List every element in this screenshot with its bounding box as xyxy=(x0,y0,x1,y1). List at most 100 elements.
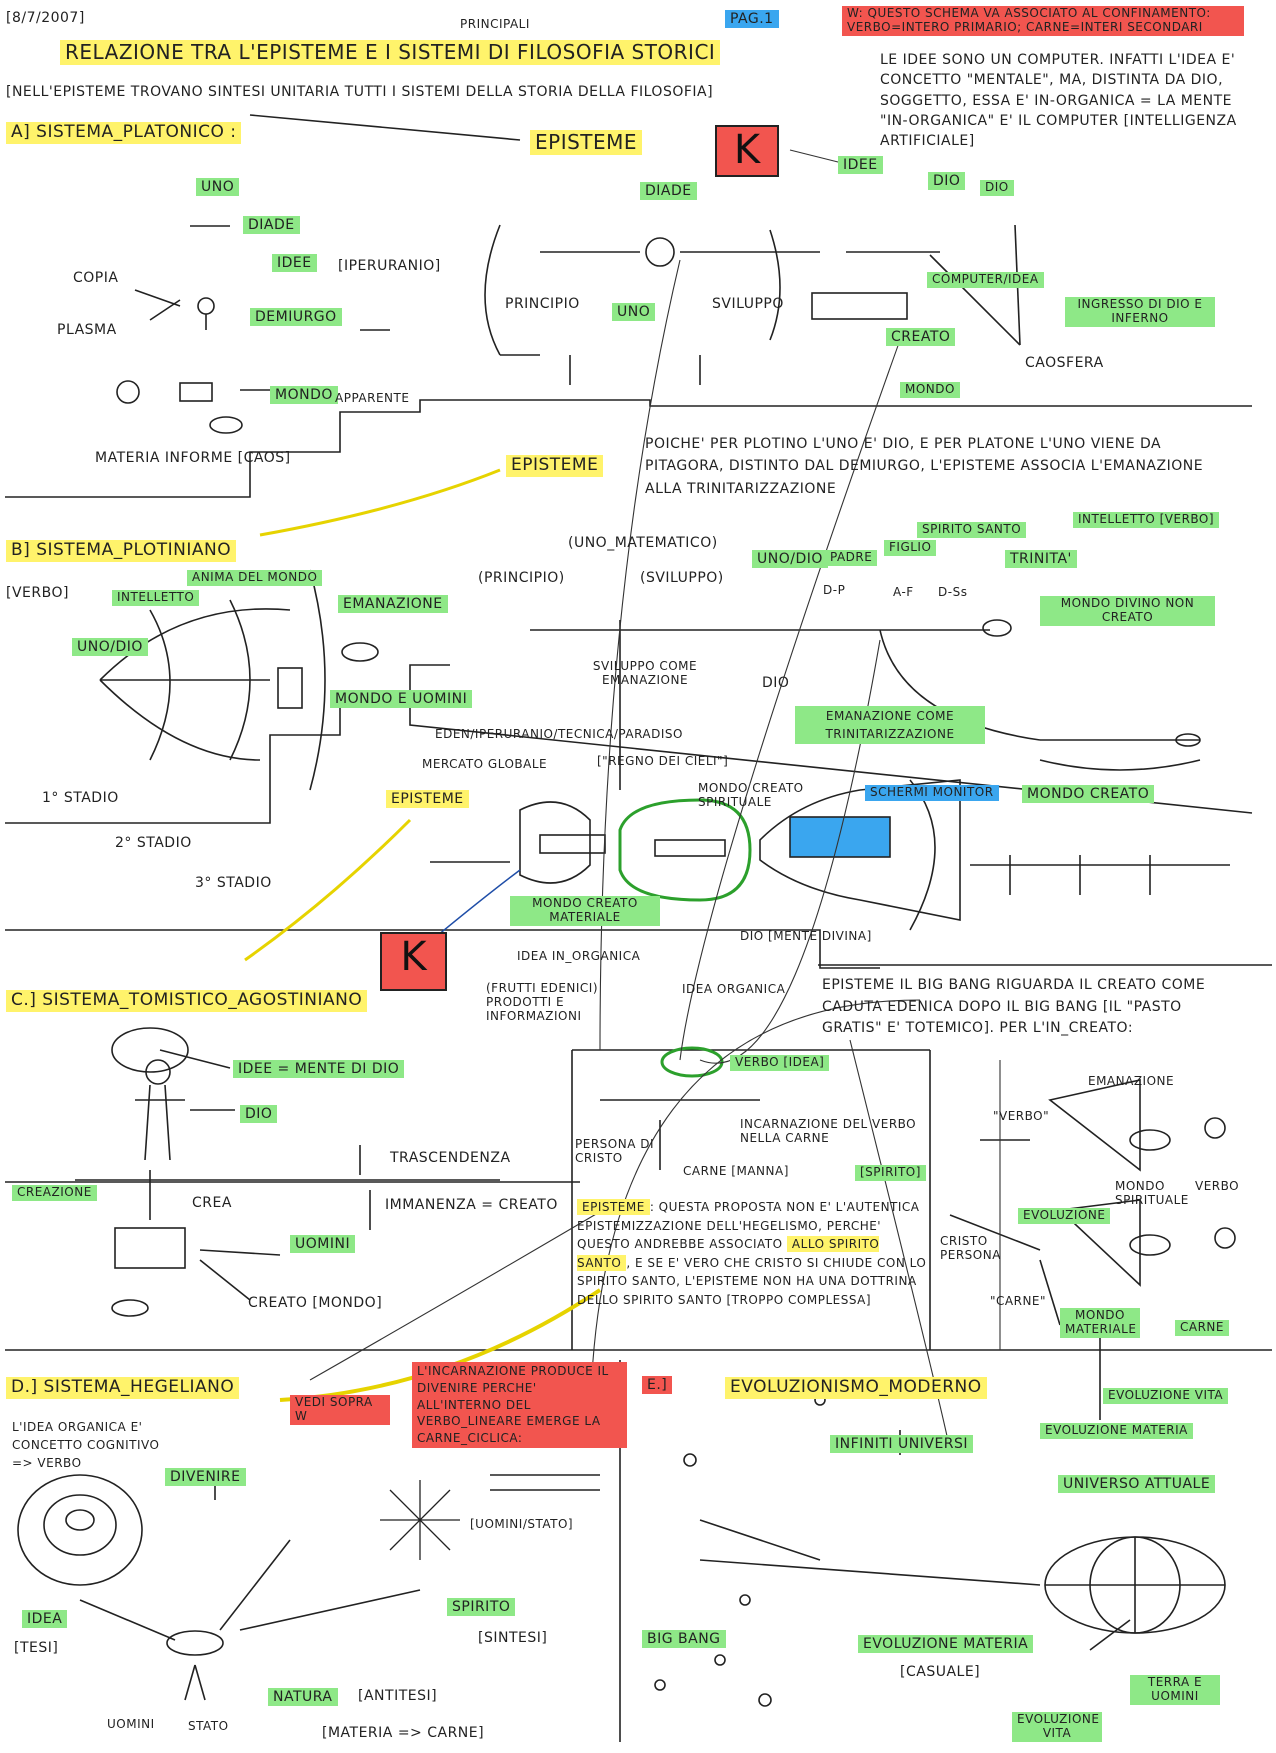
label-verbo-idea: VERBO [IDEA] xyxy=(730,1055,829,1071)
label-infiniti-universi: INFINITI UNIVERSI xyxy=(830,1435,973,1453)
label-evoluzione-vita-c: EVOLUZIONE VITA xyxy=(1103,1388,1228,1404)
label-materia-informe: MATERIA INFORME [CAOS] xyxy=(95,450,291,466)
page-number: PAG.1 xyxy=(725,10,779,28)
label-antitesi: [ANTITESI] xyxy=(358,1688,437,1704)
label-iperuranio: [IPERURANIO] xyxy=(338,258,441,274)
label-trinita: TRINITA' xyxy=(1005,550,1077,568)
label-creazione: CREAZIONE xyxy=(12,1185,97,1201)
section-c-title: C.] SISTEMA_TOMISTICO_AGOSTINIANO xyxy=(6,990,367,1012)
label-diade: DIADE xyxy=(243,216,300,234)
label-evoluzione-c: EVOLUZIONE xyxy=(1018,1208,1110,1224)
k-box-middle: K xyxy=(380,932,447,991)
incarnazione-note: L'INCARNAZIONE PRODUCE IL DIVENIRE PERCH… xyxy=(412,1362,627,1448)
label-uno-dio: UNO/DIO xyxy=(72,638,148,656)
section-b-episteme: EPISTEME xyxy=(506,455,603,477)
label-casuale: [CASUALE] xyxy=(900,1664,980,1680)
label-apparente: APPARENTE xyxy=(335,392,409,406)
label-intelletto-verbo: INTELLETTO [VERBO] xyxy=(1073,512,1219,528)
section-e-label: E.] xyxy=(642,1376,672,1394)
w-note: W: QUESTO SCHEMA VA ASSOCIATO AL CONFINA… xyxy=(842,6,1244,36)
episteme-note-label: EPISTEME xyxy=(577,1199,650,1215)
label-cristo-persona: CRISTO PERSONA xyxy=(940,1235,1010,1263)
label-schermi-monitor: SCHERMI MONITOR xyxy=(865,785,999,801)
label-verbo: [VERBO] xyxy=(6,585,69,601)
principali-note: PRINCIPALI xyxy=(460,18,530,32)
label-mondo-divino: MONDO DIVINO NON CREATO xyxy=(1040,596,1215,626)
label-idea-d: IDEA xyxy=(22,1610,67,1628)
label-verbo-c: VERBO xyxy=(1195,1180,1239,1194)
label-carne-c: CARNE xyxy=(1175,1320,1229,1336)
label-uno-2: UNO xyxy=(612,303,655,321)
label-persona-di-cristo: PERSONA DI CRISTO xyxy=(575,1138,655,1166)
label-idee-mente-di-dio: IDEE = MENTE DI DIO xyxy=(233,1060,404,1078)
label-emanazione-come-trinitarizzazione: EMANAZIONE COME TRINITARIZZAZIONE xyxy=(795,706,985,744)
label-dio-b: DIO xyxy=(762,675,789,691)
label-uomini-stato: [UOMINI/STATO] xyxy=(470,1518,573,1532)
label-mercato-globale: MERCATO GLOBALE xyxy=(422,758,547,772)
label-evoluzione-materia-e: EVOLUZIONE MATERIA xyxy=(858,1635,1033,1653)
label-natura: NATURA xyxy=(268,1688,338,1706)
label-verbo-quoted: "VERBO" xyxy=(993,1110,1049,1124)
label-dio-2: DIO xyxy=(980,180,1014,196)
label-anima-del-mondo: ANIMA DEL MONDO xyxy=(187,570,322,586)
label-terra-e-uomini: TERRA E UOMINI xyxy=(1130,1675,1220,1705)
label-immanenza: IMMANENZA = CREATO xyxy=(385,1197,558,1213)
plotino-note: POICHE' PER PLOTINO L'UNO E' DIO, E PER … xyxy=(645,433,1225,500)
label-stadio-2: 2° STADIO xyxy=(115,835,192,851)
label-carne-manna: CARNE [MANNA] xyxy=(683,1165,789,1179)
label-demiurgo: DEMIURGO xyxy=(250,308,342,326)
label-diade-2: DIADE xyxy=(640,182,697,200)
label-spirito-c: [SPIRITO] xyxy=(855,1165,926,1181)
section-a-title: A] SISTEMA_PLATONICO : xyxy=(6,122,241,144)
label-uno-dio-2: UNO/DIO xyxy=(752,550,828,568)
label-universo-attuale: UNIVERSO ATTUALE xyxy=(1058,1475,1215,1493)
label-stadio-1: 1° STADIO xyxy=(42,790,119,806)
label-emanazione-c: EMANAZIONE xyxy=(1088,1075,1174,1089)
label-spirito-d: SPIRITO xyxy=(447,1598,515,1616)
label-plasma: PLASMA xyxy=(57,322,117,338)
label-creato-mondo: CREATO [MONDO] xyxy=(248,1295,382,1311)
label-caosfera: CAOSFERA xyxy=(1025,355,1104,371)
label-idea-organica-d: L'IDEA ORGANICA E' CONCETTO COGNITIVO =>… xyxy=(12,1418,162,1472)
label-mondo-e-uomini: MONDO E UOMINI xyxy=(330,690,472,708)
label-spirito-santo: SPIRITO SANTO xyxy=(917,522,1026,538)
label-emanazione: EMANAZIONE xyxy=(338,595,448,613)
big-bang-note: EPISTEME IL BIG BANG RIGUARDA IL CREATO … xyxy=(822,975,1242,1040)
section-a-episteme: EPISTEME xyxy=(530,130,642,155)
label-creato: CREATO xyxy=(886,328,955,346)
page-subtitle: [NELL'EPISTEME TROVANO SINTESI UNITARIA … xyxy=(6,84,713,100)
label-principio: PRINCIPIO xyxy=(505,296,580,312)
label-uomini-d: UOMINI xyxy=(107,1718,155,1732)
label-idea-organica: IDEA ORGANICA xyxy=(682,983,785,997)
label-vedi-sopra: VEDI SOPRA W xyxy=(290,1395,390,1425)
section-b-episteme-2: EPISTEME xyxy=(386,790,469,808)
label-mondo: MONDO xyxy=(270,386,338,404)
label-mondo-materiale: MONDO MATERIALE xyxy=(1060,1308,1140,1338)
label-frutti-edenici: (FRUTTI EDENICI) PRODOTTI E INFORMAZIONI xyxy=(486,982,646,1023)
label-computer-idea: COMPUTER/IDEA xyxy=(927,272,1044,288)
date-label: [8/7/2007] xyxy=(6,10,85,26)
episteme-note: EPISTEME: QUESTA PROPOSTA NON E' L'AUTEN… xyxy=(577,1198,927,1310)
label-mondo-creato: MONDO CREATO xyxy=(1022,785,1154,803)
label-dio-c: DIO xyxy=(240,1105,277,1123)
label-trascendenza: TRASCENDENZA xyxy=(390,1150,511,1166)
label-divenire: DIVENIRE xyxy=(165,1468,246,1486)
label-intelletto: INTELLETTO xyxy=(112,590,199,606)
label-mondo-creato-materiale: MONDO CREATO MATERIALE xyxy=(510,896,660,926)
page-title: RELAZIONE TRA L'EPISTEME E I SISTEMI DI … xyxy=(60,40,720,65)
label-af: A-F xyxy=(893,586,914,600)
label-figlio: FIGLIO xyxy=(884,540,936,556)
label-incarnazione: INCARNAZIONE DEL VERBO NELLA CARNE xyxy=(740,1118,930,1146)
section-d-title: D.] SISTEMA_HEGELIANO xyxy=(6,1377,239,1399)
label-uomini-c: UOMINI xyxy=(290,1235,355,1253)
section-b-title: B] SISTEMA_PLOTINIANO xyxy=(6,540,236,562)
label-dss: D-Ss xyxy=(938,586,967,600)
label-big-bang: BIG BANG xyxy=(642,1630,726,1648)
label-crea: CREA xyxy=(192,1195,232,1211)
label-materia-carne: [MATERIA => CARNE] xyxy=(322,1725,484,1741)
label-regno-dei-cieli: ["REGNO DEI CIELI"] xyxy=(597,755,728,769)
computer-note: LE IDEE SONO UN COMPUTER. INFATTI L'IDEA… xyxy=(880,50,1240,151)
label-mondo-2: MONDO xyxy=(900,382,960,398)
label-uno-matematico: (UNO_MATEMATICO) xyxy=(568,535,718,551)
